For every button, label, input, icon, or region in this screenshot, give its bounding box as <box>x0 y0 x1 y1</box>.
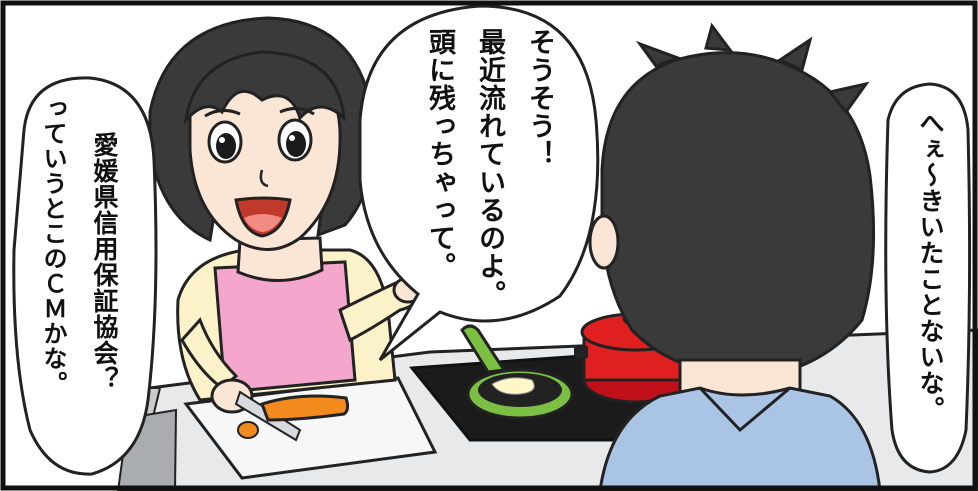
speech-bubble-center-shape <box>358 4 600 362</box>
man-ear <box>588 214 620 270</box>
speech-line: 愛媛県信用保証協会？ <box>90 132 119 392</box>
speech-bubble-right-shape <box>884 82 972 474</box>
speech-line: 最近流れているのよ。 <box>474 28 505 308</box>
pan-handle <box>460 324 507 374</box>
woman-left-arm <box>180 317 239 390</box>
speech-bubble-left-shape <box>12 76 158 476</box>
speech-line: っていうとこのＣＭかな。 <box>39 96 68 396</box>
speech-line: そうそう！ <box>524 28 555 168</box>
carrot <box>260 394 350 422</box>
speech-line: 頭に残っちゃって。 <box>424 28 455 280</box>
man-hair <box>600 51 876 380</box>
carrot-slice <box>237 421 259 439</box>
man-shirt <box>598 386 882 491</box>
speech-line: へぇ～きいたことないな。 <box>916 110 945 422</box>
woman-nose <box>259 169 269 188</box>
